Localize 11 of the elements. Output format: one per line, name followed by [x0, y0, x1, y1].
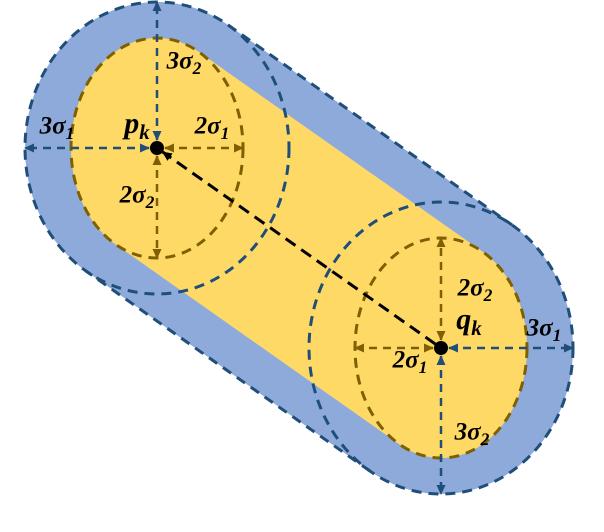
dimension-label: 3σ$_{2}$ [166, 48, 202, 78]
point-label: q$_{k}$ [456, 304, 482, 340]
arrow [162, 150, 436, 346]
dimension-label: 2σ$_{2}$ [120, 182, 154, 212]
point-label: p$_{k}$ [124, 108, 150, 144]
dimension-label: 2σ$_{1}$ [392, 348, 428, 376]
dimension-label: 2σ$_{2}$ [458, 276, 492, 304]
dimension-label: 2σ$_{1}$ [194, 114, 230, 142]
dimension-label: 3σ$_{1}$ [526, 316, 562, 344]
dimension-label: 3σ$_{2}$ [454, 420, 490, 448]
dimension-label: 3σ$_{1}$ [40, 114, 74, 142]
